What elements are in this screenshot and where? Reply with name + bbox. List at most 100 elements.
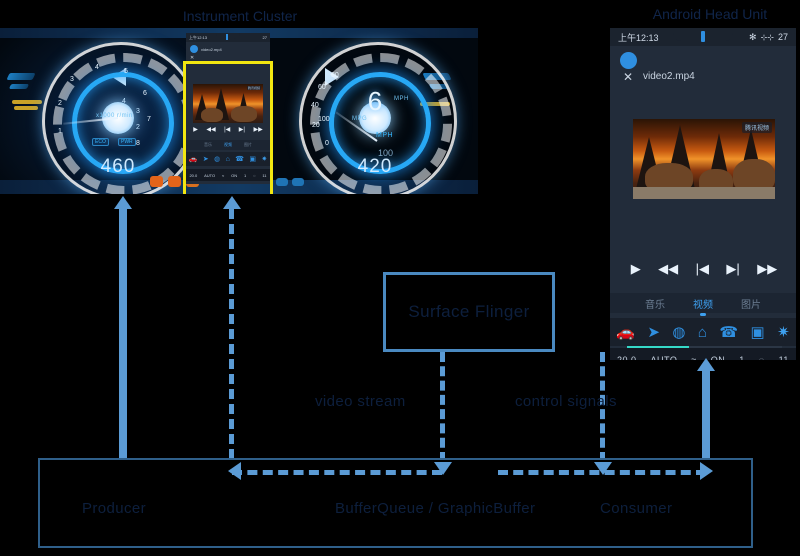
mirror-radio-icon[interactable]: ▣ — [249, 156, 256, 163]
speedometer-mph-small: MPH — [394, 96, 409, 102]
telltale-headlight-icon — [276, 178, 288, 186]
telltale-seatbelt-icon — [168, 176, 181, 187]
navigation-icon[interactable]: ➤ — [647, 324, 660, 341]
file-name-label: video2.mp4 — [643, 71, 695, 82]
mirror-notch — [216, 33, 240, 39]
mirror-settings-icon[interactable]: ✷ — [261, 156, 268, 163]
mirror-player-controls[interactable]: ▶ ◀◀ |◀ ▶| ▶▶ — [189, 123, 267, 136]
tach-inner-tick: 4 — [122, 98, 126, 105]
tab-active-indicator — [700, 313, 706, 316]
mirror-defrost-control[interactable]: ◌ — [253, 172, 256, 178]
play-button[interactable]: ▶ — [630, 261, 641, 276]
mirror-auto-mode[interactable]: AUTO — [204, 172, 216, 178]
volume-control[interactable]: 11 — [778, 355, 789, 360]
bluetooth-icon: ✻ — [749, 31, 757, 42]
mirror-tab-music[interactable]: 音乐 — [204, 142, 212, 147]
seat-control[interactable]: 1 — [739, 355, 745, 360]
mirror-navigation-icon[interactable]: ➤ — [202, 156, 209, 163]
mirror-bluetooth-icon — [226, 34, 228, 40]
speedometer-hub — [359, 102, 391, 134]
tach-tick: 2 — [58, 100, 62, 107]
android-head-unit-panel[interactable]: 上午12:13 ✻ ⊹⊹ 27 ✕ video2.mp4 腾讯视频 01:49 … — [610, 28, 796, 360]
mirror-status-time: 上午12:13 — [189, 34, 208, 40]
arrow-head-down-left — [434, 462, 452, 475]
tach-tick: 6 — [143, 90, 147, 97]
tab-music[interactable]: 音乐 — [645, 299, 665, 311]
fan-control[interactable]: ≈ — [691, 355, 697, 360]
tach-tick: 8 — [136, 140, 140, 147]
highlight-box — [183, 61, 273, 194]
arrow-head-right-dashed — [700, 462, 713, 480]
avatar — [620, 52, 637, 69]
file-row — [620, 52, 637, 69]
video-thumbnail[interactable]: 腾讯视频 — [633, 119, 775, 199]
mirror-file-name: video2.mp4 — [201, 46, 222, 52]
player-controls[interactable]: ▶ ◀◀ |◀ ▶| ▶▶ — [622, 256, 786, 282]
right-panel-title: Android Head Unit — [652, 6, 768, 22]
mirror-nav-icon-row[interactable]: 🚗 ➤ ◍ ⌂ ☎ ▣ ✷ — [186, 152, 270, 166]
defrost-control[interactable]: ◌ — [758, 355, 765, 360]
speedo-tick: 80 — [331, 72, 339, 79]
nav-icon-row[interactable]: 🚗 ➤ ◍ ⌂ ☎ ▣ ✷ — [610, 318, 796, 346]
mirror-tab-video[interactable]: 视频 — [224, 142, 232, 147]
odometer-value: 420 — [357, 156, 393, 177]
mirror-phone-icon[interactable]: ☎ — [235, 156, 244, 163]
mirrored-video-panel[interactable]: 上午12:13 27 video2.mp4 ✕ 腾讯视频 01:49 03:09… — [186, 33, 270, 184]
mirror-car-icon[interactable]: 🚗 — [188, 156, 198, 163]
mirror-play-button[interactable]: ▶ — [193, 127, 198, 133]
mirror-fast-forward-button[interactable]: ▶▶ — [253, 127, 263, 133]
tach-tick: 3 — [70, 76, 74, 83]
speedo-tick: 100 — [318, 116, 330, 123]
mirror-tab-pictures[interactable]: 图片 — [244, 142, 252, 147]
fast-forward-button[interactable]: ▶▶ — [757, 261, 778, 276]
eco-badge: ECO — [92, 138, 109, 146]
mirror-rewind-button[interactable]: ◀◀ — [206, 127, 216, 133]
auto-mode[interactable]: AUTO — [650, 355, 678, 360]
tab-video[interactable]: 视频 — [693, 299, 713, 311]
status-time: 上午12:13 — [618, 32, 659, 43]
speedo-tick: 20 — [312, 122, 320, 129]
media-tab-bar[interactable]: 音乐 视频 图片 — [610, 293, 796, 313]
settings-icon[interactable]: ✷ — [777, 324, 790, 341]
next-button[interactable]: ▶| — [726, 261, 740, 276]
tachometer-value: 460 — [100, 156, 136, 177]
mirror-tab-bar[interactable]: 音乐 视频 图片 — [186, 140, 270, 150]
temperature-control[interactable]: 20.0 — [616, 355, 637, 360]
mirror-home-icon[interactable]: ⌂ — [225, 155, 230, 163]
mirror-video-thumbnail[interactable]: 腾讯视频 — [193, 84, 263, 124]
mirror-climate-bar[interactable]: 20.0 AUTO ≈ ON 1 ◌ 11 — [186, 169, 270, 181]
connector-cluster-video — [229, 209, 234, 459]
mirror-temperature-control[interactable]: 20.0 — [189, 172, 198, 178]
mirror-seat-control[interactable]: 1 — [243, 172, 247, 178]
mirror-fan-control[interactable]: ≈ — [222, 172, 225, 178]
rewind-button[interactable]: ◀◀ — [658, 261, 679, 276]
mirror-globe-icon[interactable]: ◍ — [214, 156, 221, 163]
arrow-head-left-dashed — [228, 462, 241, 480]
home-icon[interactable]: ⌂ — [697, 323, 707, 341]
radio-icon[interactable]: ▣ — [750, 324, 765, 341]
power-state[interactable]: ON — [710, 355, 726, 360]
globe-icon[interactable]: ◍ — [672, 324, 686, 341]
instrument-cluster-display: 460 x1000 r/min ECO PWR 1 2 3 4 5 6 7 8 … — [0, 28, 478, 194]
tab-pictures[interactable]: 图片 — [741, 299, 761, 311]
mirror-volume-control[interactable]: 11 — [262, 172, 267, 178]
mirror-close-icon[interactable]: ✕ — [190, 55, 195, 61]
telltale-fog-icon — [292, 178, 304, 186]
climate-bar[interactable]: 20.0 AUTO ≈ ON 1 ◌ 11 — [610, 348, 796, 360]
video-watermark: 腾讯视频 — [741, 122, 772, 133]
surface-flinger-box: Surface Flinger — [383, 272, 555, 352]
phone-icon[interactable]: ☎ — [719, 324, 739, 341]
producer-label: Producer — [82, 500, 147, 517]
surface-flinger-label: Surface Flinger — [408, 302, 530, 321]
buffer-queue-label: BufferQueue / GraphicBuffer — [335, 500, 536, 517]
previous-button[interactable]: |◀ — [695, 261, 709, 276]
mirror-next-button[interactable]: ▶| — [238, 127, 245, 133]
speedo-mpg-label: MPG — [352, 116, 368, 122]
connector-phone — [702, 371, 710, 461]
mirror-previous-button[interactable]: |◀ — [224, 127, 231, 133]
mirror-status-battery: 27 — [262, 35, 267, 40]
mirror-power-state[interactable]: ON — [231, 172, 238, 178]
close-icon[interactable]: ✕ — [623, 70, 634, 84]
connector-horizontal-dashed-left — [232, 470, 442, 475]
car-icon[interactable]: 🚗 — [616, 324, 635, 341]
